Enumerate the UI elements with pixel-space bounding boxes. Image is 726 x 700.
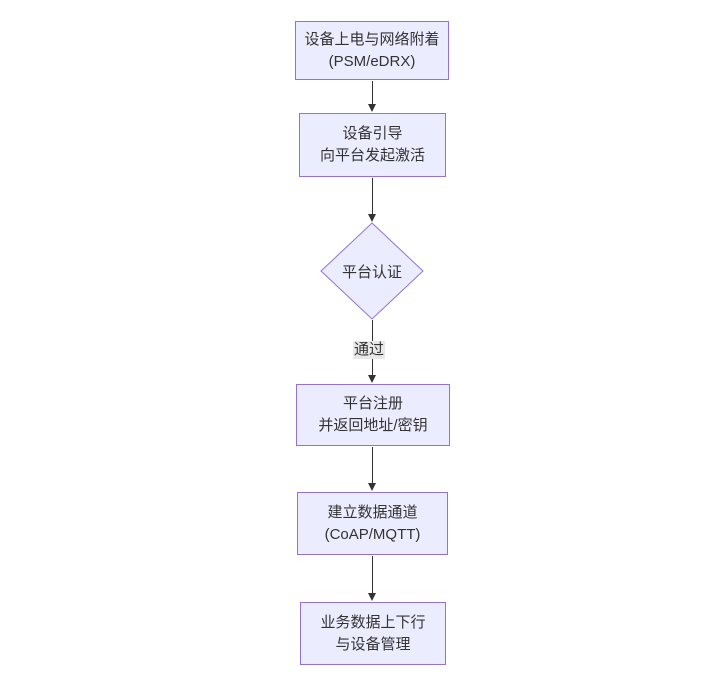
node-label-line: (CoAP/MQTT) — [324, 525, 421, 543]
flow-node-business-data: 业务数据上下行 与设备管理 — [300, 602, 446, 665]
diamond-shape — [320, 222, 424, 320]
flow-arrow-down — [367, 81, 377, 112]
arrow-line — [371, 81, 373, 104]
flow-node-bootstrap-activate: 设备引导 向平台发起激活 — [299, 113, 446, 177]
arrowhead-down-icon — [368, 104, 376, 112]
node-label-line: (PSM/eDRX) — [328, 52, 416, 70]
flow-node-data-channel: 建立数据通道 (CoAP/MQTT) — [297, 492, 448, 555]
arrowhead-down-icon — [368, 483, 376, 491]
arrowhead-down-icon — [368, 593, 376, 601]
arrowhead-down-icon — [368, 214, 376, 222]
node-label-line: 设备引导 — [342, 125, 403, 142]
flow-node-platform-auth-shape — [320, 222, 424, 320]
arrow-line — [371, 556, 373, 593]
arrow-line — [371, 447, 373, 483]
node-label-line: 业务数据上下行 — [320, 613, 426, 631]
edge-label-pass: 通过 — [352, 341, 386, 359]
node-label-line: 与设备管理 — [335, 635, 411, 653]
node-label-line: 并返回地址/密钥 — [318, 417, 428, 434]
flow-arrow-down — [367, 447, 377, 491]
flow-node-power-on-attach: 设备上电与网络附着 (PSM/eDRX) — [295, 21, 449, 80]
flow-arrow-down — [367, 178, 377, 222]
node-label-line: 设备上电与网络附着 — [304, 30, 440, 48]
flow-arrow-down — [367, 556, 377, 601]
node-label-line: 平台认证 — [341, 263, 402, 281]
arrowhead-down-icon — [368, 375, 376, 383]
node-label-line: 平台注册 — [342, 395, 403, 412]
flow-node-platform-register: 平台注册 并返回地址/密钥 — [296, 384, 450, 446]
flow-node-platform-auth: 平台认证 — [319, 221, 425, 321]
arrow-line — [371, 178, 373, 214]
node-label-line: 建立数据通道 — [327, 503, 418, 521]
node-label-line: 向平台发起激活 — [319, 147, 425, 164]
